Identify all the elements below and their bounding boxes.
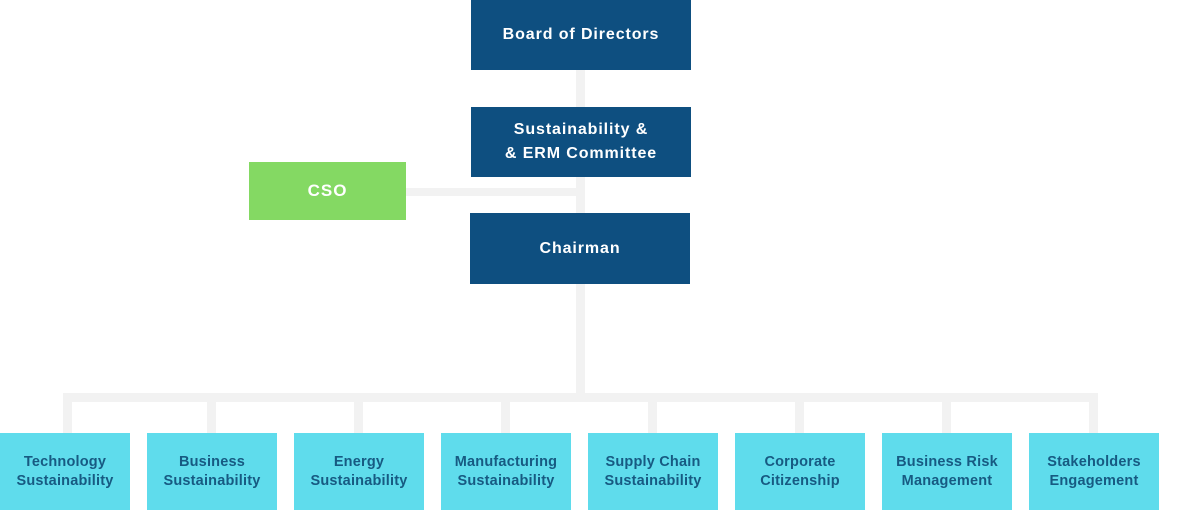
node-label-line1: Manufacturing [454,453,558,470]
node-label-line1: Stakeholders [1047,453,1141,470]
connector-stub [501,399,510,433]
connector-stub [648,399,657,433]
node-label: Board of Directors [502,26,660,43]
connector-stub [795,399,804,433]
node-label-line2: Engagement [1049,472,1139,489]
node-label-line2: Sustainability [16,472,114,489]
connector-board-to-committee [576,68,585,109]
node-label-line2: Sustainability [163,472,261,489]
node-label-line1: Corporate [764,453,836,470]
node-technology-sustainability: Technology Sustainability [0,433,130,510]
node-corporate-citizenship: Corporate Citizenship [735,433,865,510]
node-manufacturing-sustainability: Manufacturing Sustainability [441,433,571,510]
node-label-line2: Sustainability [310,472,408,489]
node-label-line2: Management [901,472,993,489]
node-stakeholders-engagement: Stakeholders Engagement [1029,433,1159,510]
node-label-line2: Sustainability [604,472,702,489]
node-supply-chain-sustainability: Supply Chain Sustainability [588,433,718,510]
connector-chairman-to-departments [576,283,585,402]
node-business-sustainability: Business Sustainability [147,433,277,510]
node-label-line2: Sustainability [457,472,555,489]
connector-stub [207,399,216,433]
node-business-risk-management: Business Risk Management [882,433,1012,510]
node-label: Chairman [539,239,621,257]
connector-stub [354,399,363,433]
node-label: CSO [307,181,348,200]
node-label-line1: Sustainability & [513,121,649,138]
connector-stub [942,399,951,433]
node-label-line2: & ERM Committee [504,145,658,162]
connector-cso-branch [404,188,580,196]
connector-committee-to-chairman [576,175,585,215]
node-cso: CSO [249,162,406,220]
node-label-line1: Energy [333,453,385,470]
node-label-line1: Supply Chain [605,453,701,470]
node-chairman: Chairman [470,213,690,284]
node-energy-sustainability: Energy Sustainability [294,433,424,510]
node-sustainability-erm-committee: Sustainability & & ERM Committee [471,107,691,177]
node-label-line2: Citizenship [760,472,840,489]
connector-departments-bus [63,393,1098,402]
node-label-line1: Business Risk [896,453,998,470]
node-label-line1: Technology [23,453,107,470]
node-board-of-directors: Board of Directors [471,0,691,70]
connector-stub [1089,399,1098,433]
connector-stub [63,399,72,433]
node-label-line1: Business [178,453,246,470]
